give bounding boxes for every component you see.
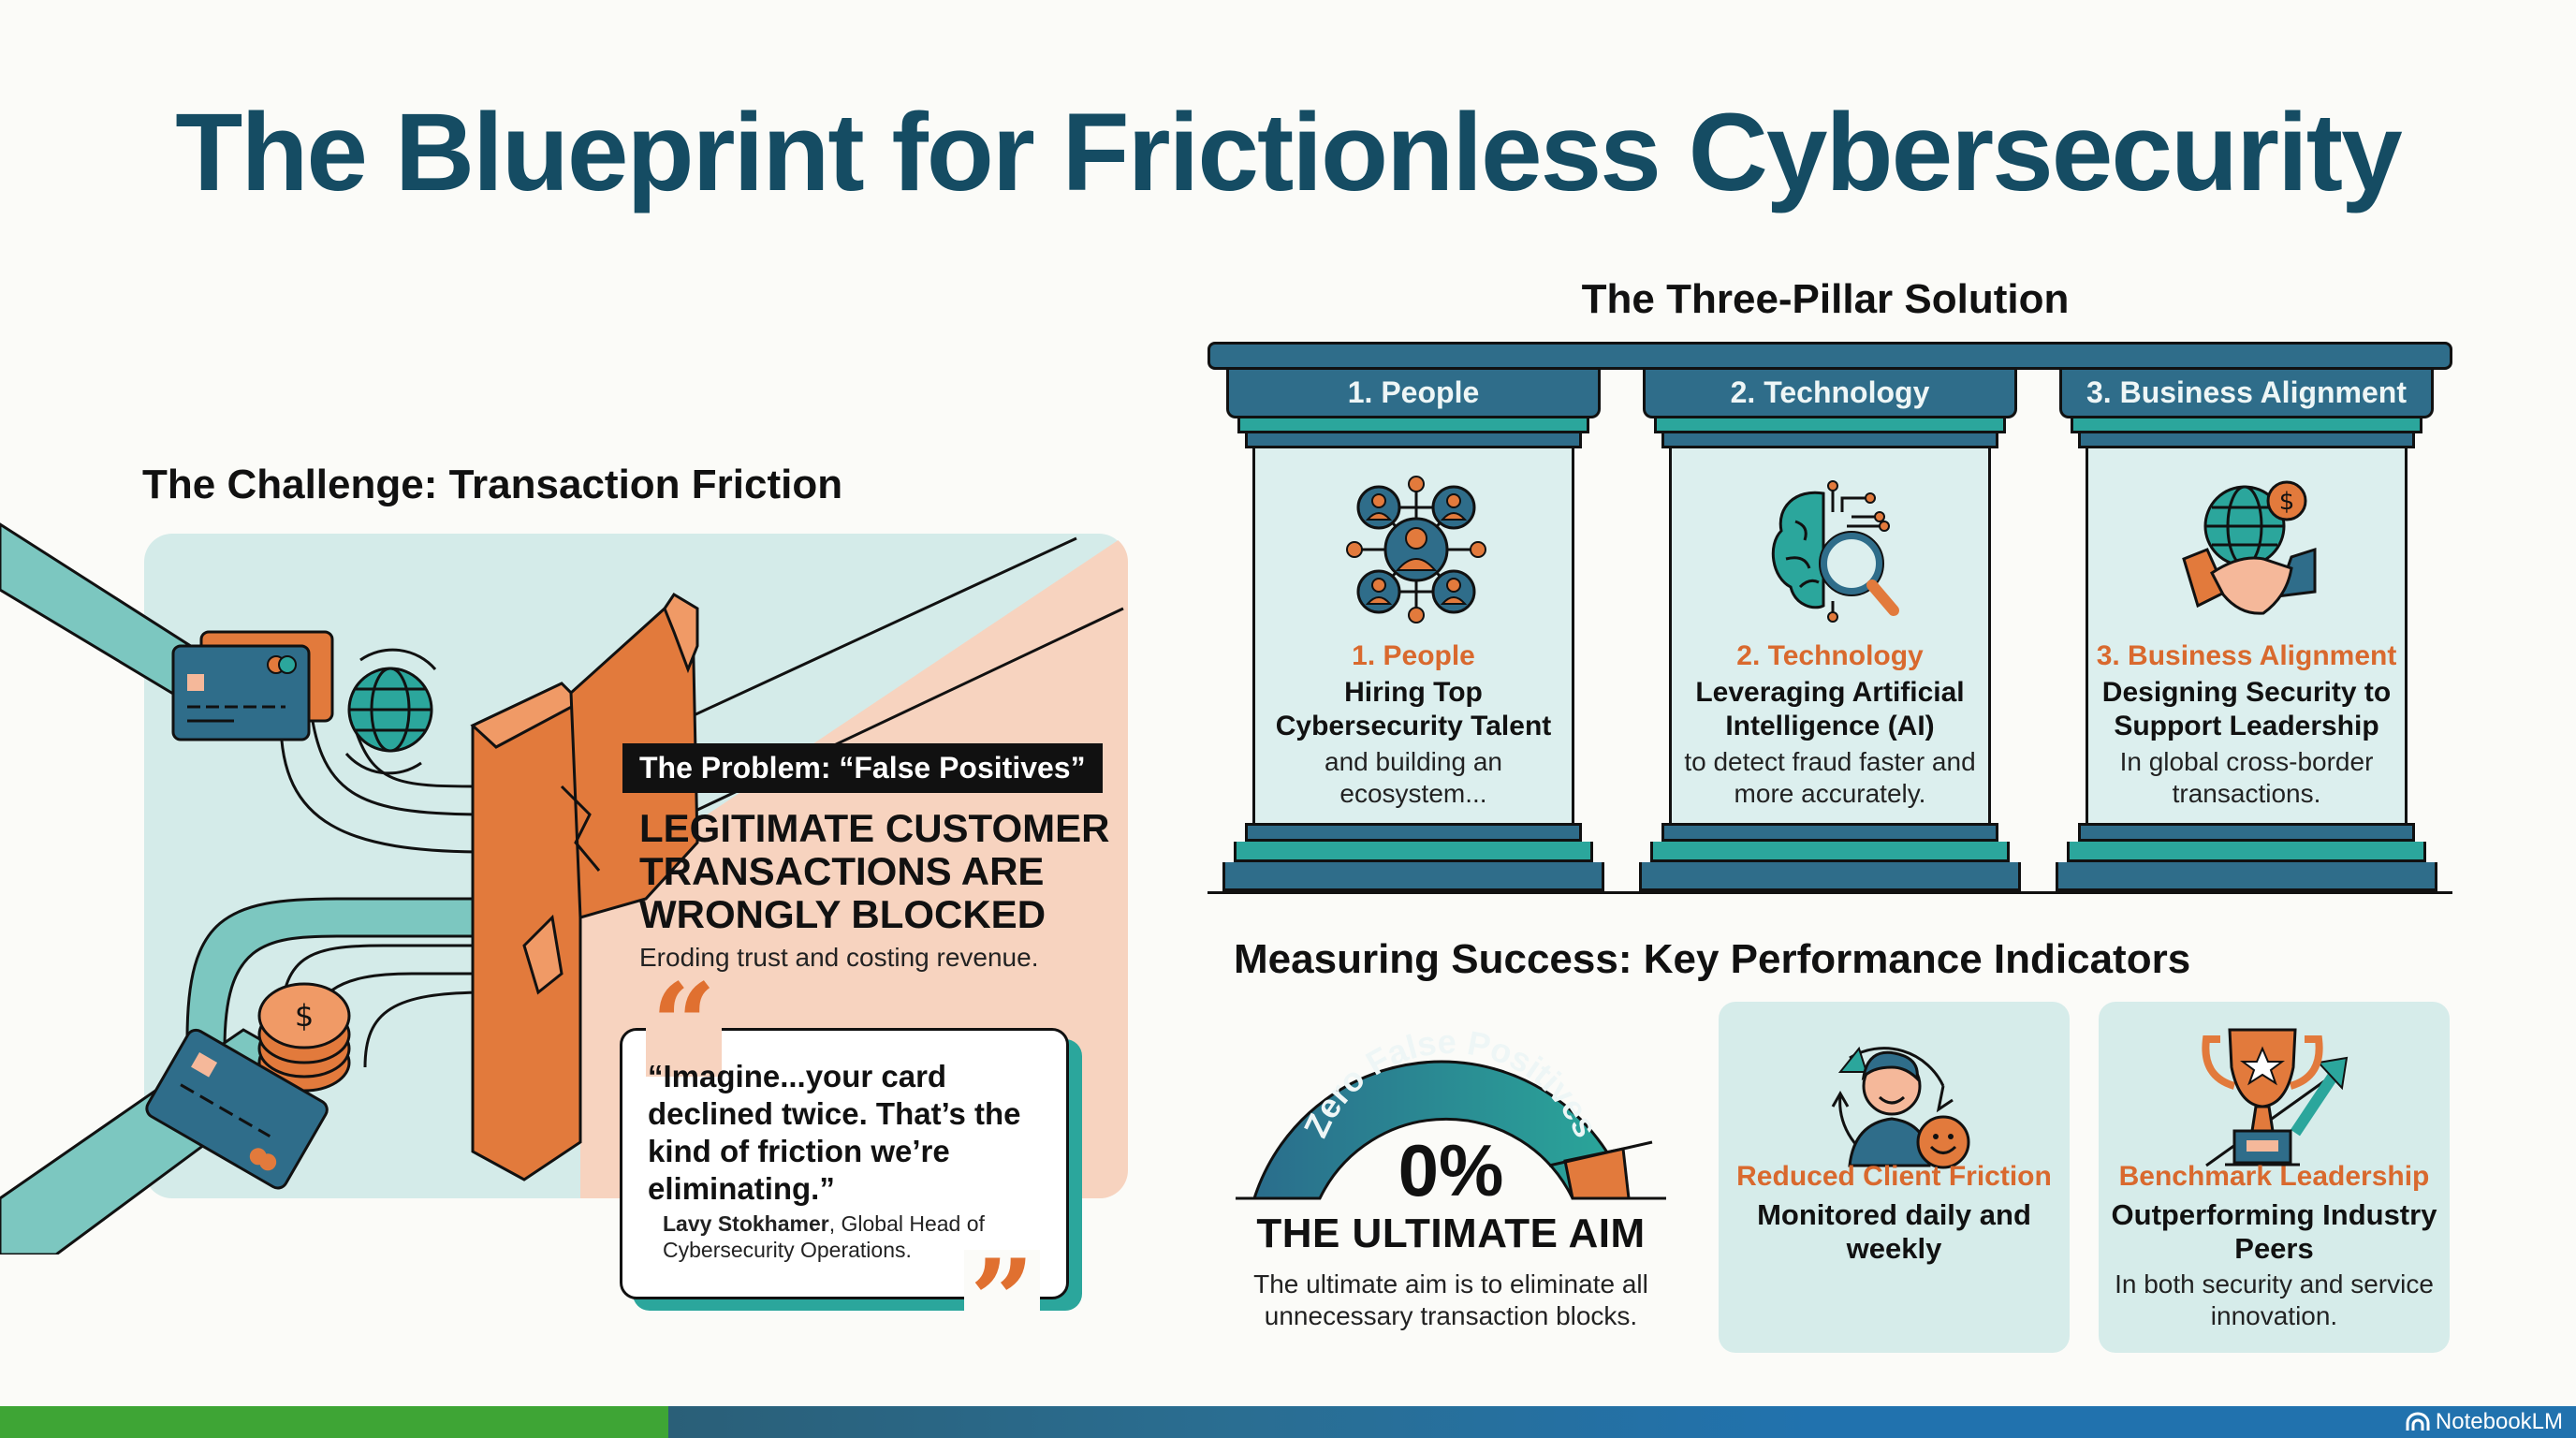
gauge-needle: [1548, 1140, 1653, 1167]
pillar-people: 1. People: [1217, 370, 1610, 891]
flow-line: [363, 990, 488, 1068]
pillar-main-text: Designing Security to Support Leadership: [2101, 677, 2392, 741]
pillar-base: [2078, 823, 2415, 842]
footer-bar-blue: [668, 1406, 2576, 1438]
people-network-icon: [1346, 476, 1486, 624]
ai-brain-search-icon: [1771, 480, 1899, 623]
problem-label: The Problem: “False Positives”: [622, 743, 1103, 793]
pillar-base: [1245, 823, 1582, 842]
pillar-title: 3. Business Alignment: [2096, 640, 2397, 671]
flow-line: [279, 720, 488, 854]
pillar-cap-band: [2071, 418, 2422, 433]
pillar-base: [1661, 823, 1998, 842]
kpi-card-benchmark-leadership: Benchmark Leadership Outperforming Indus…: [2099, 1002, 2450, 1353]
headline-line: WRONGLY BLOCKED: [639, 892, 1046, 936]
close-quote-icon: ”: [964, 1245, 1041, 1357]
credit-card-icon: [171, 630, 334, 741]
pillar-cap-label: 3. Business Alignment: [2059, 370, 2434, 418]
pillar-title: 1. People: [1352, 640, 1475, 671]
gauge-value: 0%: [1398, 1129, 1504, 1211]
kpi-card-reduced-client-friction: Reduced Client Friction Monitored daily …: [1719, 1002, 2070, 1353]
gauge-description: The ultimate aim is to eliminate all unn…: [1253, 1269, 1648, 1330]
headline-line: TRANSACTIONS ARE: [639, 849, 1045, 893]
transaction-friction-illustration: $: [0, 522, 1124, 1255]
pillar-business-alignment: 3. Business Alignment $ 3. Business Alig…: [2050, 370, 2443, 891]
problem-subtext: Eroding trust and costing revenue.: [639, 943, 1039, 972]
footer-bar-green: [0, 1406, 668, 1438]
flow-line: [307, 692, 524, 816]
headline-line: LEGITIMATE CUSTOMER: [639, 806, 1110, 850]
pillar-cap-band: [1237, 418, 1589, 433]
pillar-title: 2. Technology: [1736, 640, 1924, 671]
svg-text:$: $: [2279, 488, 2295, 516]
pillar-technology: 2. Technology 2. Technology Leveraging A…: [1633, 370, 2027, 891]
page-title: The Blueprint for Frictionless Cybersecu…: [175, 91, 2402, 214]
kpi-title: Reduced Client Friction: [1736, 1161, 2052, 1192]
kpi-main-text: Monitored daily and weekly: [1757, 1198, 2031, 1265]
challenge-heading: The Challenge: Transaction Friction: [142, 462, 843, 507]
pillar-description: to detect fraud faster and more accurate…: [1684, 747, 1976, 808]
zero-false-positives-gauge: Zero False Positives: [1236, 1025, 1666, 1200]
kpi-description: In both security and service innovation.: [2115, 1269, 2434, 1330]
pillar-description: and building an ecosystem...: [1325, 747, 1502, 808]
quote-attribution: Lavy Stokhamer, Global Head of Cybersecu…: [663, 1211, 1056, 1263]
open-quote-icon: “: [646, 969, 723, 1081]
pillar-base: [1234, 842, 1593, 862]
globe-exchange-icon: [344, 648, 437, 775]
handshake-globe-icon: $: [2182, 480, 2317, 615]
pillar-cap-band: [2078, 433, 2415, 448]
pillar-description: In global cross-border transactions.: [2119, 747, 2374, 808]
trophy-growth-icon: [2202, 1028, 2349, 1167]
quote-author-role: , Global Head of Cybersecurity Operation…: [663, 1211, 985, 1262]
gauge-title: THE ULTIMATE AIM: [1256, 1211, 1646, 1256]
pillar-shaft: 2. Technology Leveraging Artificial Inte…: [1669, 448, 1991, 823]
quote-text: “Imagine...your card declined twice. Tha…: [648, 1059, 1021, 1206]
credit-card-icon: [145, 1028, 329, 1190]
problem-headline: LEGITIMATE CUSTOMER TRANSACTIONS ARE WRO…: [639, 807, 1126, 936]
pillars-diagram: 1. People: [1208, 342, 2452, 894]
pillar-cap-band: [1654, 418, 2006, 433]
pillar-base: [1222, 862, 1604, 891]
notebooklm-logo-icon: [2406, 1412, 2430, 1431]
flow-line: [354, 729, 488, 788]
pillar-cap-band: [1245, 433, 1582, 448]
pillar-base: [2056, 862, 2437, 891]
pillar-shaft: $ 3. Business Alignment Designing Securi…: [2086, 448, 2408, 823]
pillar-main-text: Hiring Top Cybersecurity Talent: [1275, 677, 1552, 741]
pillar-base: [2067, 842, 2426, 862]
svg-text:$: $: [295, 998, 314, 1034]
pillar-floor-line: [1208, 891, 2452, 894]
pillar-base: [1639, 862, 2021, 891]
footer-brand: NotebookLM: [2406, 1409, 2563, 1435]
broken-wall-icon: [470, 592, 699, 1181]
pillar-cap-band: [1661, 433, 1998, 448]
pillars-heading: The Three-Pillar Solution: [1581, 276, 2070, 322]
pillar-cap-label: 1. People: [1226, 370, 1601, 418]
brand-name: NotebookLM: [2435, 1409, 2563, 1434]
pillar-beam: [1208, 342, 2452, 370]
kpi-main-text: Outperforming Industry Peers: [2111, 1198, 2437, 1265]
quote-author: Lavy Stokhamer: [663, 1211, 829, 1236]
pillar-base: [1650, 842, 2010, 862]
kpi-title: Benchmark Leadership: [2118, 1161, 2430, 1192]
pillar-cap-label: 2. Technology: [1643, 370, 2017, 418]
kpi-heading: Measuring Success: Key Performance Indic…: [1234, 936, 2191, 982]
client-satisfaction-icon: [1831, 1046, 1970, 1169]
pillar-shaft: 1. People Hiring Top Cybersecurity Talen…: [1252, 448, 1574, 823]
pillar-main-text: Leveraging Artificial Intelligence (AI): [1695, 677, 1965, 741]
